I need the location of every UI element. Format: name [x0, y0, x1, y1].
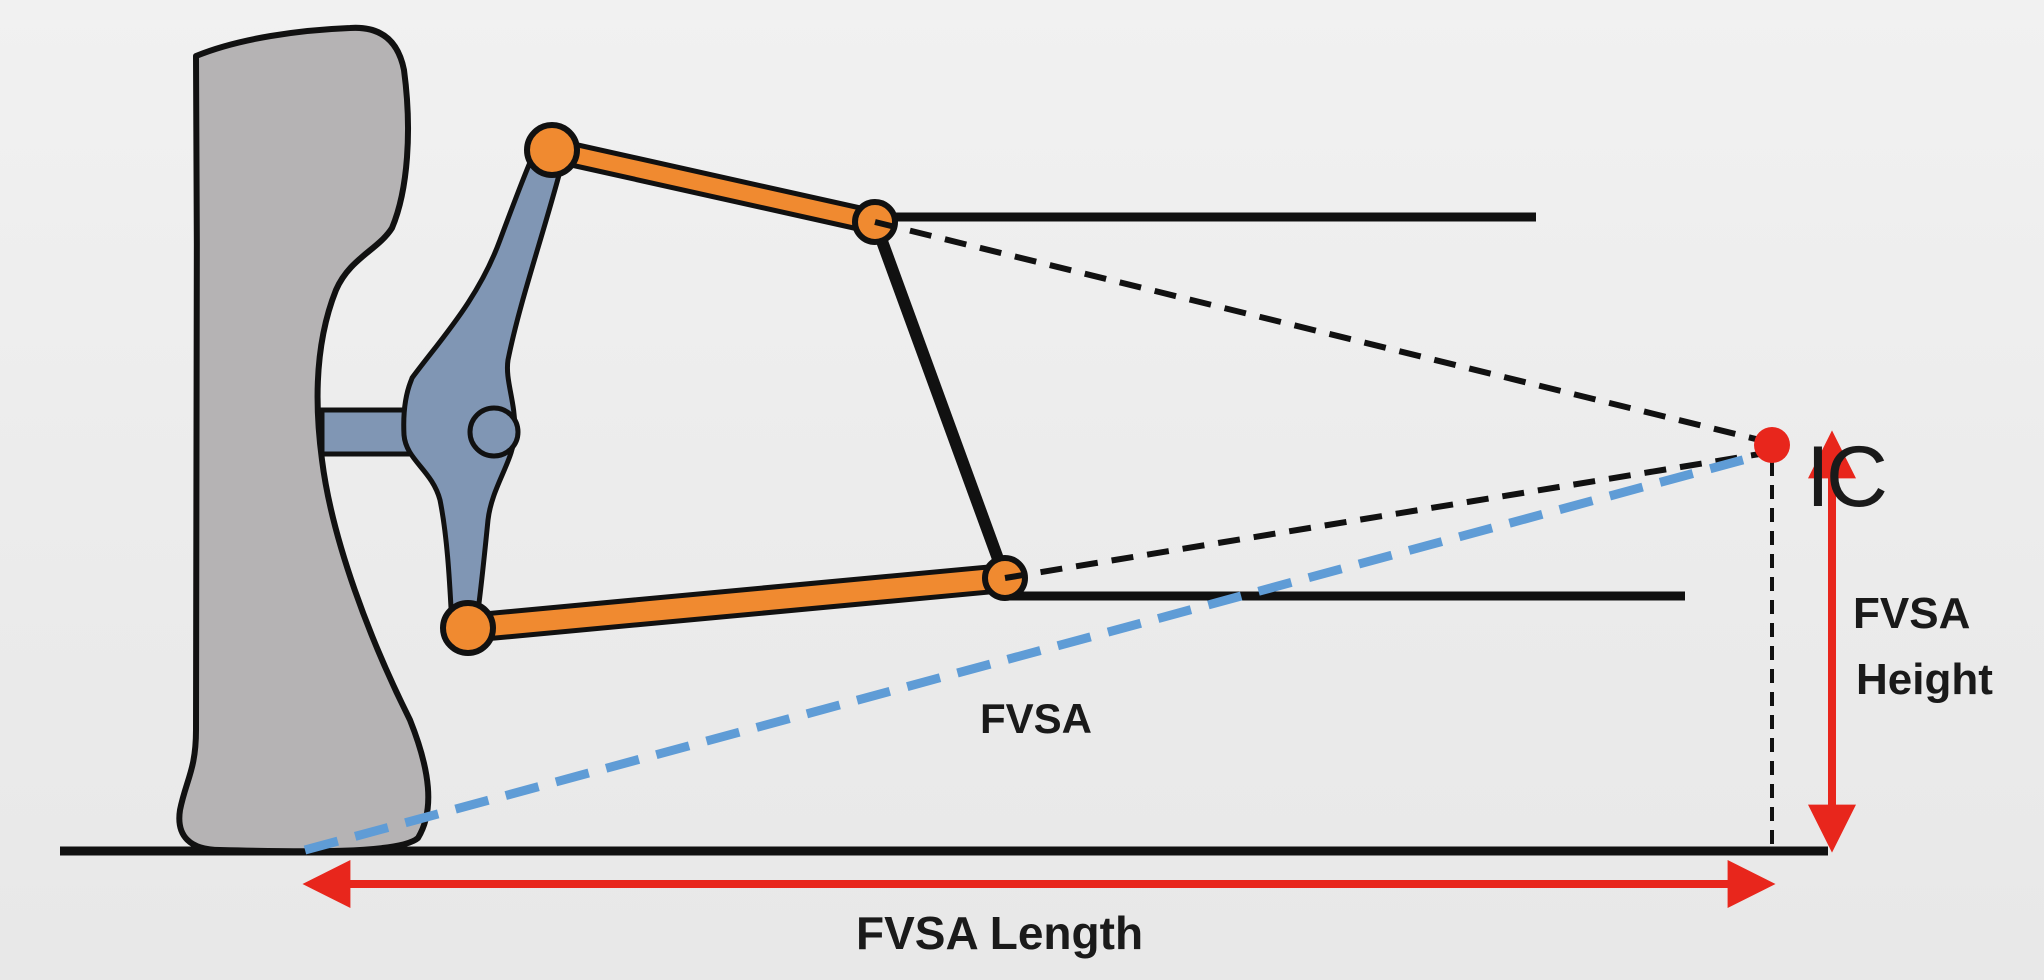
upper-arm [544, 142, 883, 230]
fvsa-line [303, 447, 1774, 855]
lower-arm [458, 568, 1015, 638]
ic-label: IC [1806, 429, 1888, 525]
fvsa-height-label-line1: FVSA [1853, 589, 1971, 638]
fvsa-height-label-line2: Height [1856, 655, 1993, 704]
upright [401, 137, 566, 629]
lower-arm-projection [1004, 449, 1773, 581]
diagonal-link [869, 219, 1011, 581]
ic-point [1754, 427, 1790, 463]
upright-hub [467, 405, 521, 459]
fvsa-length-label: FVSA Length [856, 907, 1144, 959]
spindle [319, 407, 417, 457]
fvsa-label: FVSA [980, 695, 1093, 742]
upper-arm-projection [874, 219, 1773, 446]
lower-ball-joint [440, 600, 496, 656]
upper-ball-joint [524, 122, 580, 178]
tire [176, 24, 432, 855]
